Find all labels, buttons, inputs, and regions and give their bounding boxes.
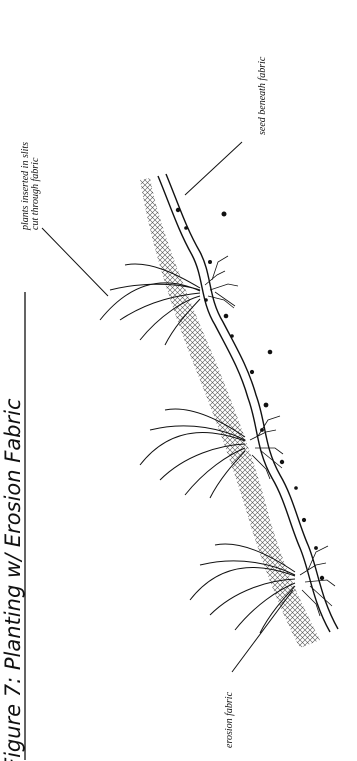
leader-lines bbox=[42, 142, 293, 672]
label-erosion-fabric: erosion fabric bbox=[224, 691, 235, 748]
label-seed-beneath-fabric: seed beneath fabric bbox=[257, 56, 268, 135]
label-plants-inserted-line2: cut through fabric bbox=[30, 157, 41, 230]
soil-slope bbox=[140, 178, 320, 648]
diagram-title: Figure 7: Planting w/ Erosion Fabric bbox=[1, 398, 25, 761]
seeds bbox=[176, 208, 324, 580]
